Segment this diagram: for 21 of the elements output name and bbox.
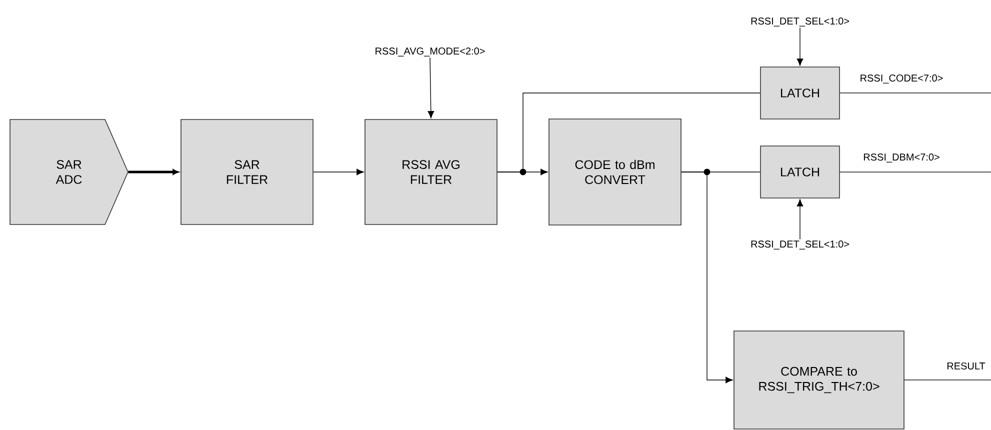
edge-label: RSSI_DBM<7:0> (862, 152, 941, 164)
arrow (128, 169, 179, 175)
arrow (313, 168, 364, 176)
signal-name: RSSI_DET_SEL<1:0> (751, 240, 849, 250)
edge-label: RESULT (946, 361, 986, 371)
process-box: CODE to dBm CONVERT (548, 118, 682, 226)
signal-line (497, 92, 760, 172)
process-box: COMPARE to RSSI_TRIG_TH<7:0> (734, 330, 904, 430)
signal-name: RSSI_AVG_MODE<2:0> (376, 48, 485, 56)
process-box: RSSI AVG FILTER (364, 119, 498, 225)
adc-block: SAR ADC (10, 119, 128, 225)
arrow (796, 27, 804, 66)
signal-name: RSSI_DET_SEL<1:0> (751, 18, 849, 26)
process-box: LATCH (760, 146, 840, 198)
arrow (796, 199, 804, 240)
arrow (428, 57, 434, 118)
signal-line (840, 92, 991, 94)
edge-label: RSSI_CODE<7:0> (858, 74, 944, 84)
process-box: SAR FILTER (180, 119, 314, 225)
arrow (681, 172, 733, 384)
process-box: LATCH (760, 66, 840, 120)
